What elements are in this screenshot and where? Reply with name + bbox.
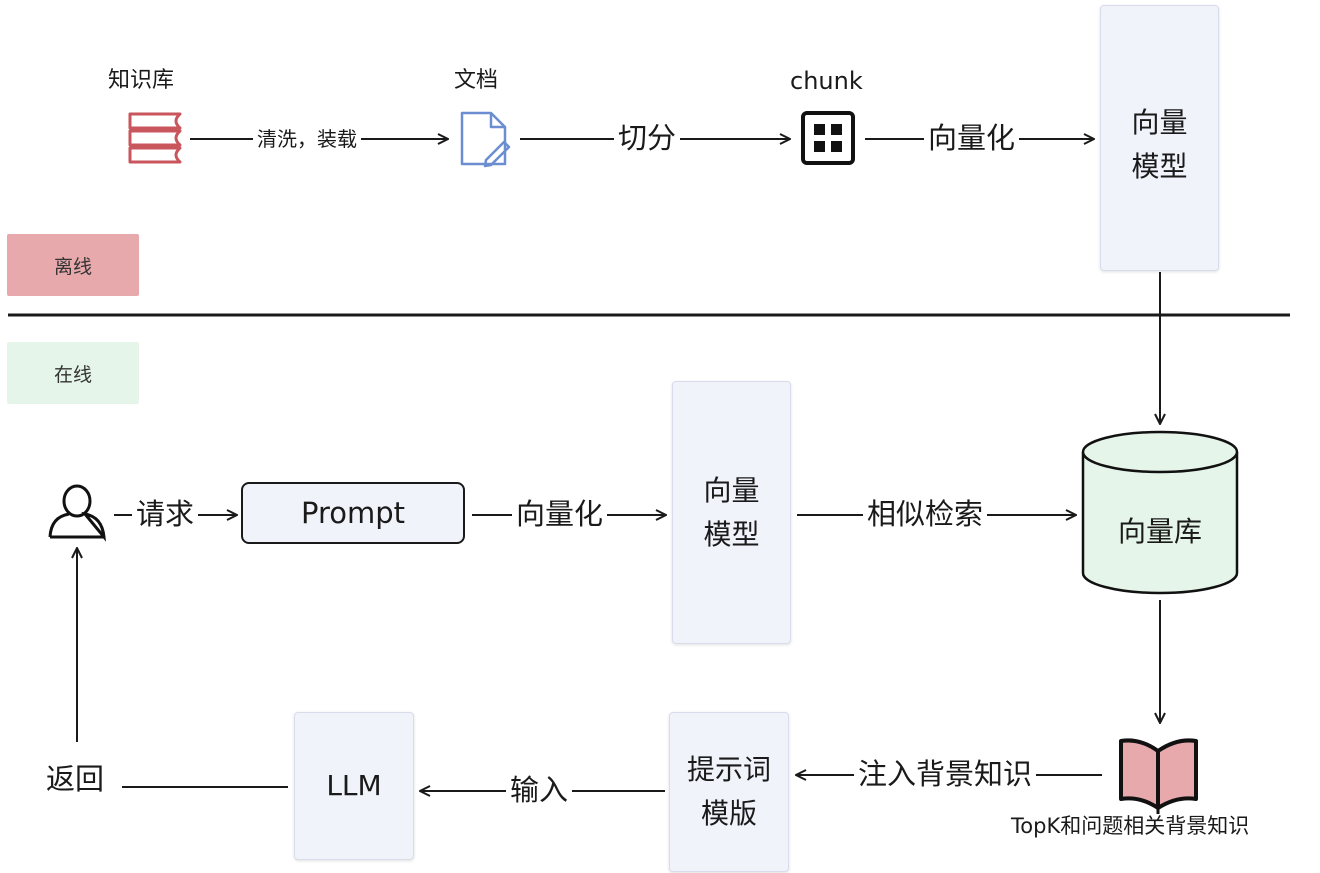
- document-label: 文档: [454, 68, 499, 93]
- chunk-grid-icon: [801, 111, 855, 165]
- prompt-template-box: 提示词 模版: [669, 712, 789, 872]
- online-tag: 在线: [7, 342, 139, 404]
- clean-load-label: 清洗，装载: [253, 129, 361, 149]
- open-book-icon: [1119, 738, 1198, 814]
- vectorize-label-offline: 向量化: [924, 124, 1020, 153]
- chunk-label: chunk: [790, 67, 863, 95]
- books-icon: [128, 112, 182, 164]
- user-icon: [48, 484, 106, 542]
- vectorize-label-online: 向量化: [512, 500, 608, 529]
- prompt-box: Prompt: [241, 482, 465, 544]
- topk-label: TopK和问题相关背景知识: [1011, 814, 1250, 838]
- split-label: 切分: [614, 124, 681, 153]
- inject-label: 注入背景知识: [854, 760, 1037, 789]
- similarity-search-label: 相似检索: [863, 500, 988, 529]
- llm-box: LLM: [294, 712, 414, 860]
- embedding-model-online: 向量 模型: [672, 381, 791, 644]
- knowledge-base-label: 知识库: [108, 68, 175, 93]
- vector-db-label: 向量库: [1117, 515, 1202, 548]
- offline-tag: 离线: [7, 234, 139, 296]
- request-label: 请求: [132, 500, 199, 529]
- input-label: 输入: [506, 776, 573, 805]
- vector-db-cylinder: [1081, 430, 1239, 595]
- document-icon: [460, 111, 511, 168]
- return-label: 返回: [42, 765, 109, 794]
- embedding-model-offline: 向量 模型: [1100, 5, 1219, 271]
